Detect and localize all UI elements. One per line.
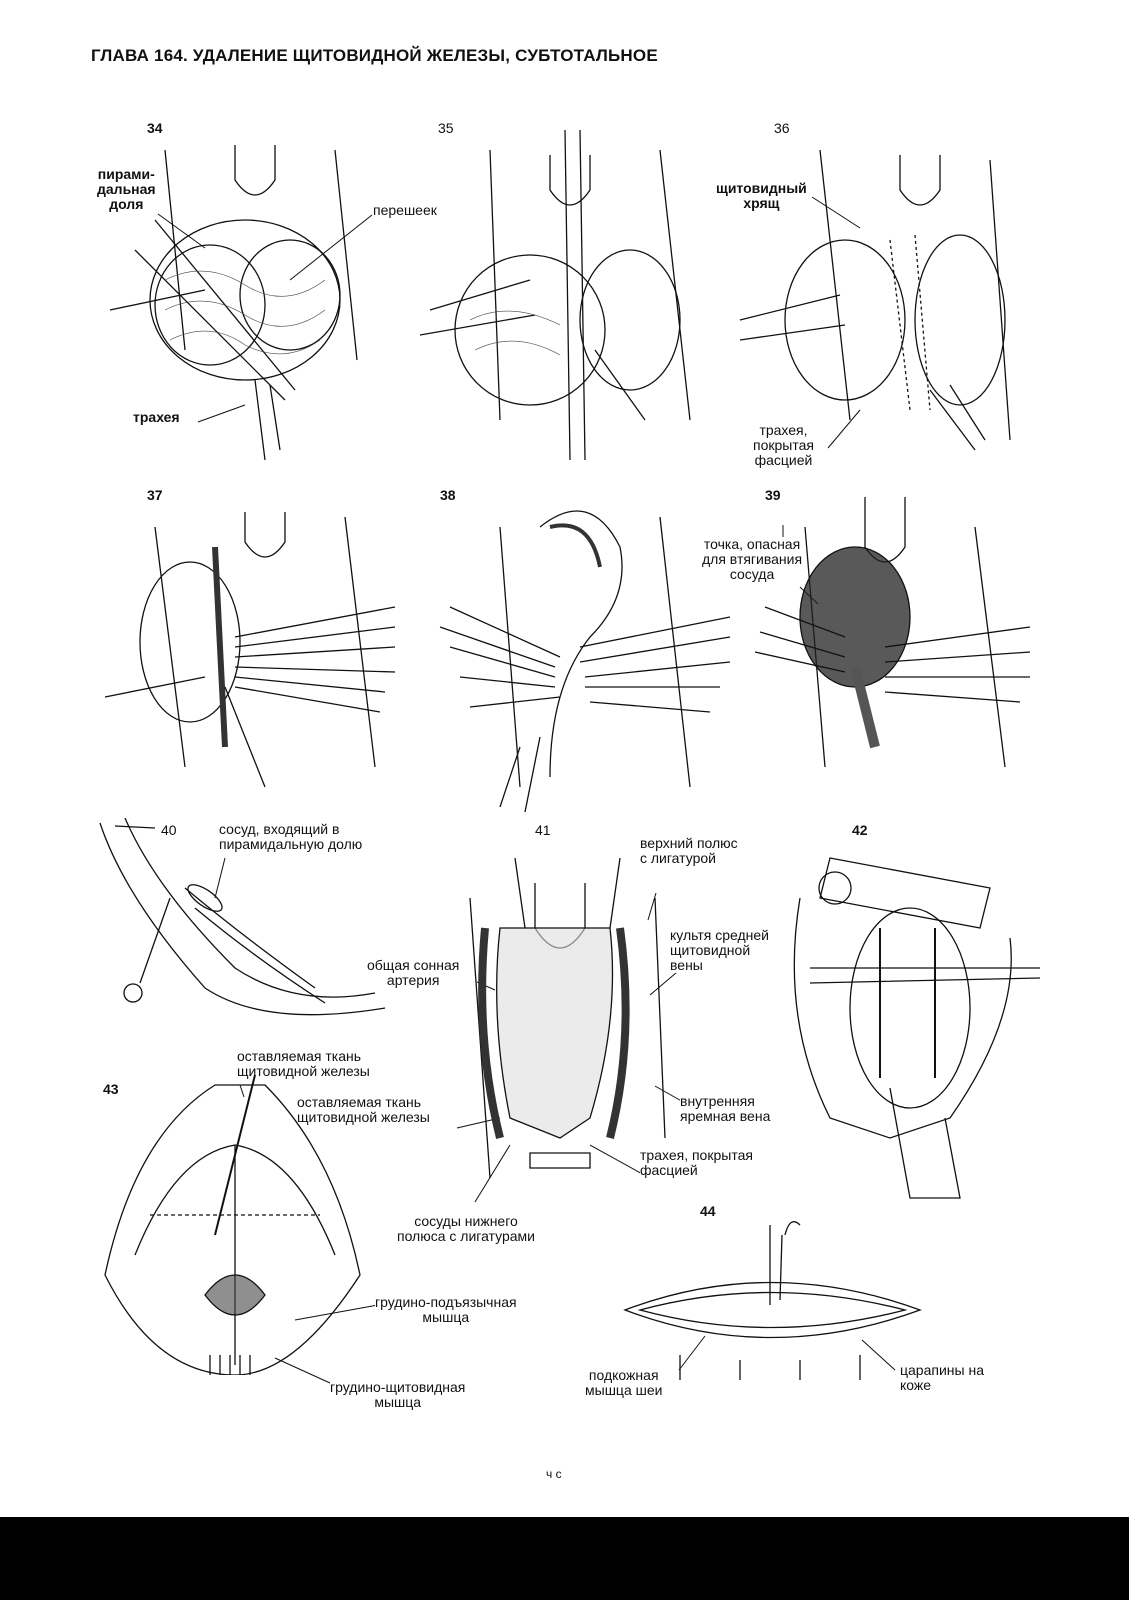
- pyramidal-vessel-label: сосуд, входящий в пирамидальную долю: [219, 821, 363, 852]
- retained-tissue-label-41: оставляемая ткань щитовидной железы: [297, 1094, 430, 1125]
- lower-pole-vessels-label: сосуды нижнего полюса с лигатурами: [397, 1213, 535, 1244]
- figure-39: 39 точка, опасная для втягивания сосуда: [702, 487, 1035, 807]
- figure-34: 34 пирами- дальная доля перешеек трахея: [95, 120, 437, 480]
- figure-38-number: 38: [440, 487, 456, 503]
- retained-tissue-label-40: оставляемая ткань щитовидной железы: [237, 1048, 370, 1079]
- figure-42-number: 42: [852, 822, 868, 838]
- figure-42-illustration: [793, 857, 1040, 1199]
- figure-38-illustration: [439, 510, 731, 813]
- page-title: ГЛАВА 164. УДАЛЕНИЕ ЩИТОВИДНОЙ ЖЕЛЕЗЫ, С…: [91, 46, 658, 65]
- danger-point-label: точка, опасная для втягивания сосуда: [702, 536, 803, 582]
- figure-34-number: 34: [147, 120, 163, 136]
- pyramidal-lobe-label: пирами- дальная доля: [97, 166, 156, 212]
- figure-40-illustration: [99, 818, 386, 1016]
- figure-44-illustration: [623, 1221, 922, 1380]
- common-carotid-label: общая сонная артерия: [367, 957, 460, 988]
- figure-35: 35: [420, 120, 720, 480]
- sternothyroid-label: грудино-щитовидная мышца: [330, 1379, 466, 1410]
- figure-39-illustration: [754, 497, 1031, 768]
- figure-36: 36 щитовидный хрящ трахея, покрытая фасц…: [710, 120, 1030, 480]
- figure-37-illustration: [104, 512, 396, 788]
- figure-37-number: 37: [147, 487, 163, 503]
- trachea-fascia-label-36: трахея, покрытая фасцией: [753, 422, 814, 468]
- figure-40: 40 сосуд, входящий в пирамидальную долю …: [95, 818, 460, 1079]
- figure-41-illustration: [469, 857, 666, 1179]
- figure-44: 44: [620, 1203, 930, 1385]
- figure-43: 43: [95, 1075, 365, 1375]
- figure-34-illustration: [109, 145, 358, 461]
- upper-pole-label: верхний полюс с лигатурой: [640, 835, 738, 866]
- figure-43-illustration: [104, 1075, 361, 1375]
- page-mark: ч с: [546, 1467, 562, 1481]
- figure-39-number: 39: [765, 487, 781, 503]
- figure-40-number: 40: [161, 822, 177, 838]
- figure-41-number: 41: [535, 822, 551, 838]
- platysma-label: подкожная мышца шеи: [585, 1367, 663, 1398]
- figure-41: 41 верхний полюс с лигатурой культя сред…: [297, 818, 771, 1244]
- figure-38: 38: [430, 487, 740, 817]
- figure-36-number: 36: [774, 120, 790, 136]
- scan-footer-bar: [0, 1517, 1129, 1600]
- trachea-fascia-label-41: трахея, покрытая фасцией: [640, 1147, 753, 1178]
- thyroid-cartilage-label: щитовидный хрящ: [716, 180, 807, 211]
- figure-35-number: 35: [438, 120, 454, 136]
- figure-37: 37: [95, 487, 405, 807]
- figure-44-number: 44: [700, 1203, 716, 1219]
- figure-42: 42: [770, 818, 1040, 1218]
- figure-43-number: 43: [103, 1081, 119, 1097]
- isthmus-label: перешеек: [373, 202, 437, 218]
- sternohyoid-label: грудино-подъязычная мышца: [375, 1294, 517, 1325]
- figure-35-illustration: [420, 129, 691, 461]
- figure-36-illustration: [739, 149, 1011, 451]
- internal-jugular-label: внутренняя яремная вена: [680, 1093, 771, 1124]
- middle-vein-stump-label: культя средней щитовидной вены: [670, 927, 769, 973]
- skin-scratches-label: царапины на коже: [900, 1362, 984, 1393]
- trachea-label-34: трахея: [133, 409, 180, 425]
